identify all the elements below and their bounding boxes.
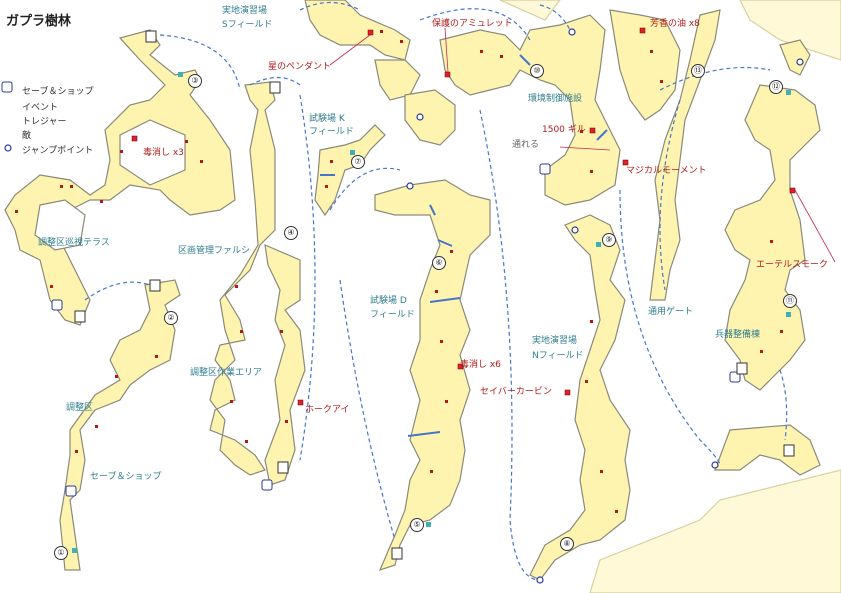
legend-enemy: 敵	[22, 131, 32, 141]
label-antidote6: 毒消し x6	[460, 360, 501, 370]
label-passage-gate: 通用ゲート	[648, 307, 694, 317]
label-adjust-zone: 調整区	[66, 403, 94, 413]
label-lab-k-2: フィールド	[309, 127, 354, 137]
label-amulet: 保護のアミュレット	[432, 19, 513, 29]
label-lab-k-1: 試験場 K	[309, 114, 345, 124]
marker-5: ⑤	[410, 518, 424, 532]
label-real-n-2: Nフィールド	[532, 351, 584, 361]
label-ether-smoke: エーテルスモーク	[756, 260, 829, 270]
marker-11: ⑪	[783, 294, 797, 308]
marker-8: ⑧	[560, 537, 574, 551]
label-saber-carbine: セイバーカービン	[480, 387, 552, 397]
label-gil: 1500 ギル	[542, 125, 586, 135]
label-env-facility: 環境制御施設	[528, 94, 583, 104]
legend-event: イベント	[22, 103, 59, 113]
marker-10: ⑩	[530, 64, 544, 78]
label-save-shop: セーブ＆ショップ	[90, 472, 162, 482]
passage-markers	[320, 54, 608, 437]
label-lab-d-1: 試験場 D	[370, 296, 407, 306]
label-aroma-oil: 芳香の油 x8	[650, 19, 700, 29]
marker-1: ①	[54, 546, 68, 560]
marker-13: ⑬	[691, 64, 705, 78]
map-title: ガプラ樹林	[6, 14, 72, 29]
label-antidote3: 毒消し x3	[143, 148, 184, 158]
label-lab-d-2: フィールド	[370, 310, 415, 320]
marker-3: ③	[188, 74, 202, 88]
marker-2: ②	[164, 311, 178, 325]
enemy-markers	[15, 30, 783, 513]
label-hawk-eye: ホークアイ	[305, 405, 350, 415]
label-star-pendant: 星のペンダント	[268, 62, 332, 72]
label-real-n-1: 実地演習場	[532, 336, 578, 346]
label-weapon-building: 兵器整備棟	[715, 330, 761, 340]
marker-9: ⑨	[602, 233, 616, 247]
label-real-s-1: 実地演習場	[222, 6, 268, 16]
label-real-s-2: Sフィールド	[222, 20, 273, 30]
map-terrain	[4, 0, 841, 593]
marker-6: ⑥	[432, 256, 446, 270]
legend-treasure: トレジャー	[22, 117, 67, 127]
label-magical-moment: マジカルモーメント	[626, 166, 707, 176]
label-adjust-terrace: 調整区巡視テラス	[38, 238, 110, 248]
callout-lines	[329, 27, 836, 263]
legend-jump: ジャンプポイント	[22, 146, 94, 156]
marker-12: ⑫	[769, 80, 783, 94]
route-lines	[84, 1, 788, 581]
legend-save: セーブ＆ショップ	[22, 87, 94, 97]
jump-markers	[4, 28, 804, 584]
label-district-falsi: 区画管理ファルシ	[178, 246, 251, 256]
label-adjust-work: 調整区作業エリア	[190, 368, 263, 378]
marker-7: ⑦	[351, 155, 365, 169]
marker-4: ④	[284, 226, 298, 240]
label-passable: 通れる	[512, 140, 540, 150]
door-markers	[74, 30, 795, 560]
